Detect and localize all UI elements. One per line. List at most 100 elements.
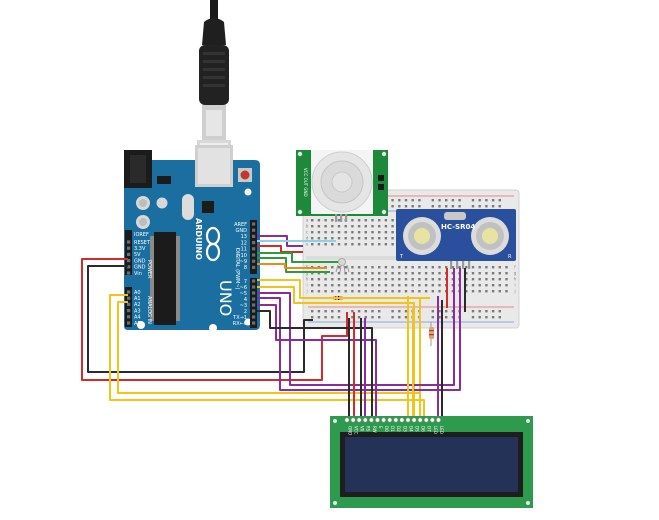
breadboard-hole[interactable] (357, 243, 361, 246)
digital-pin[interactable] (252, 321, 256, 325)
lcd-pin[interactable] (417, 417, 423, 423)
breadboard-hole[interactable] (357, 316, 361, 319)
breadboard-hole[interactable] (424, 290, 428, 293)
breadboard-hole[interactable] (364, 243, 367, 246)
breadboard-hole[interactable] (317, 290, 321, 293)
breadboard-hole[interactable] (478, 290, 481, 293)
breadboard-hole[interactable] (438, 284, 441, 287)
digital-pin[interactable] (252, 259, 256, 263)
breadboard-hole[interactable] (317, 219, 321, 222)
breadboard-hole[interactable] (431, 290, 434, 293)
breadboard-hole[interactable] (398, 272, 401, 275)
breadboard-hole[interactable] (431, 284, 434, 287)
digital-pin[interactable] (252, 315, 256, 319)
breadboard-hole[interactable] (491, 266, 495, 269)
breadboard-hole[interactable] (331, 237, 334, 240)
breadboard-hole[interactable] (311, 290, 314, 293)
breadboard-hole[interactable] (471, 316, 475, 319)
digital-pin[interactable] (252, 265, 256, 269)
breadboard-hole[interactable] (364, 237, 367, 240)
breadboard-hole[interactable] (485, 284, 488, 287)
breadboard-hole[interactable] (344, 243, 347, 246)
breadboard-hole[interactable] (311, 243, 314, 246)
breadboard-hole[interactable] (498, 284, 501, 287)
breadboard-hole[interactable] (371, 231, 374, 234)
breadboard-hole[interactable] (398, 316, 401, 319)
breadboard-hole[interactable] (445, 199, 448, 202)
breadboard-hole[interactable] (364, 219, 367, 222)
breadboard-hole[interactable] (404, 266, 408, 269)
breadboard-hole[interactable] (391, 219, 394, 222)
lcd-pin[interactable] (436, 417, 441, 423)
breadboard-hole[interactable] (431, 278, 434, 281)
breadboard-hole[interactable] (351, 231, 354, 234)
breadboard-hole[interactable] (398, 310, 401, 313)
breadboard-hole[interactable] (378, 278, 381, 281)
breadboard-hole[interactable] (391, 237, 394, 240)
breadboard-hole[interactable] (418, 290, 421, 293)
breadboard-hole[interactable] (485, 310, 488, 313)
breadboard-hole[interactable] (471, 272, 475, 275)
breadboard-hole[interactable] (364, 316, 367, 319)
power-pin[interactable] (127, 246, 131, 250)
breadboard-hole[interactable] (357, 278, 361, 281)
breadboard-hole[interactable] (445, 205, 448, 208)
breadboard-hole[interactable] (418, 278, 421, 281)
breadboard-hole[interactable] (351, 272, 354, 275)
breadboard-hole[interactable] (451, 316, 455, 319)
breadboard-hole[interactable] (498, 316, 501, 319)
breadboard-hole[interactable] (344, 237, 347, 240)
breadboard-hole[interactable] (371, 284, 374, 287)
breadboard-hole[interactable] (438, 266, 441, 269)
breadboard-hole[interactable] (391, 310, 394, 313)
breadboard-hole[interactable] (465, 278, 468, 281)
breadboard-hole[interactable] (311, 219, 314, 222)
breadboard-hole[interactable] (324, 284, 327, 287)
breadboard-hole[interactable] (364, 231, 367, 234)
breadboard-hole[interactable] (485, 205, 488, 208)
breadboard-hole[interactable] (478, 284, 481, 287)
breadboard-hole[interactable] (384, 237, 388, 240)
breadboard-hole[interactable] (311, 310, 314, 313)
wire-purple-5[interactable] (257, 268, 455, 386)
breadboard-hole[interactable] (384, 284, 388, 287)
lcd-pin[interactable] (405, 417, 411, 423)
digital-pin[interactable] (252, 303, 256, 307)
breadboard-hole[interactable] (411, 272, 414, 275)
breadboard-hole[interactable] (438, 310, 441, 313)
breadboard-hole[interactable] (311, 284, 314, 287)
breadboard-hole[interactable] (384, 266, 388, 269)
analog-pin[interactable] (127, 302, 131, 306)
breadboard-hole[interactable] (324, 225, 327, 228)
breadboard-hole[interactable] (384, 290, 388, 293)
breadboard-hole[interactable] (471, 310, 475, 313)
breadboard-hole[interactable] (404, 290, 408, 293)
breadboard-hole[interactable] (324, 231, 327, 234)
power-pin[interactable] (127, 265, 131, 269)
breadboard-hole[interactable] (445, 316, 448, 319)
lcd-pin[interactable] (381, 417, 386, 423)
power-pin[interactable] (127, 240, 131, 244)
resistor-lcd[interactable] (429, 322, 434, 346)
breadboard-hole[interactable] (337, 310, 341, 313)
breadboard-hole[interactable] (331, 290, 334, 293)
breadboard-hole[interactable] (431, 310, 434, 313)
breadboard-hole[interactable] (478, 278, 481, 281)
breadboard-hole[interactable] (317, 284, 321, 287)
breadboard-hole[interactable] (451, 278, 455, 281)
breadboard-hole[interactable] (384, 278, 388, 281)
breadboard-hole[interactable] (357, 272, 361, 275)
breadboard-hole[interactable] (364, 272, 367, 275)
breadboard-hole[interactable] (471, 205, 475, 208)
breadboard-hole[interactable] (351, 284, 354, 287)
breadboard-hole[interactable] (478, 199, 481, 202)
breadboard-hole[interactable] (391, 205, 394, 208)
breadboard-hole[interactable] (337, 266, 341, 269)
lcd-pin[interactable] (362, 417, 368, 423)
analog-pin[interactable] (127, 321, 131, 325)
breadboard-hole[interactable] (398, 266, 401, 269)
breadboard-hole[interactable] (331, 219, 334, 222)
breadboard-hole[interactable] (331, 225, 334, 228)
breadboard-hole[interactable] (465, 272, 468, 275)
